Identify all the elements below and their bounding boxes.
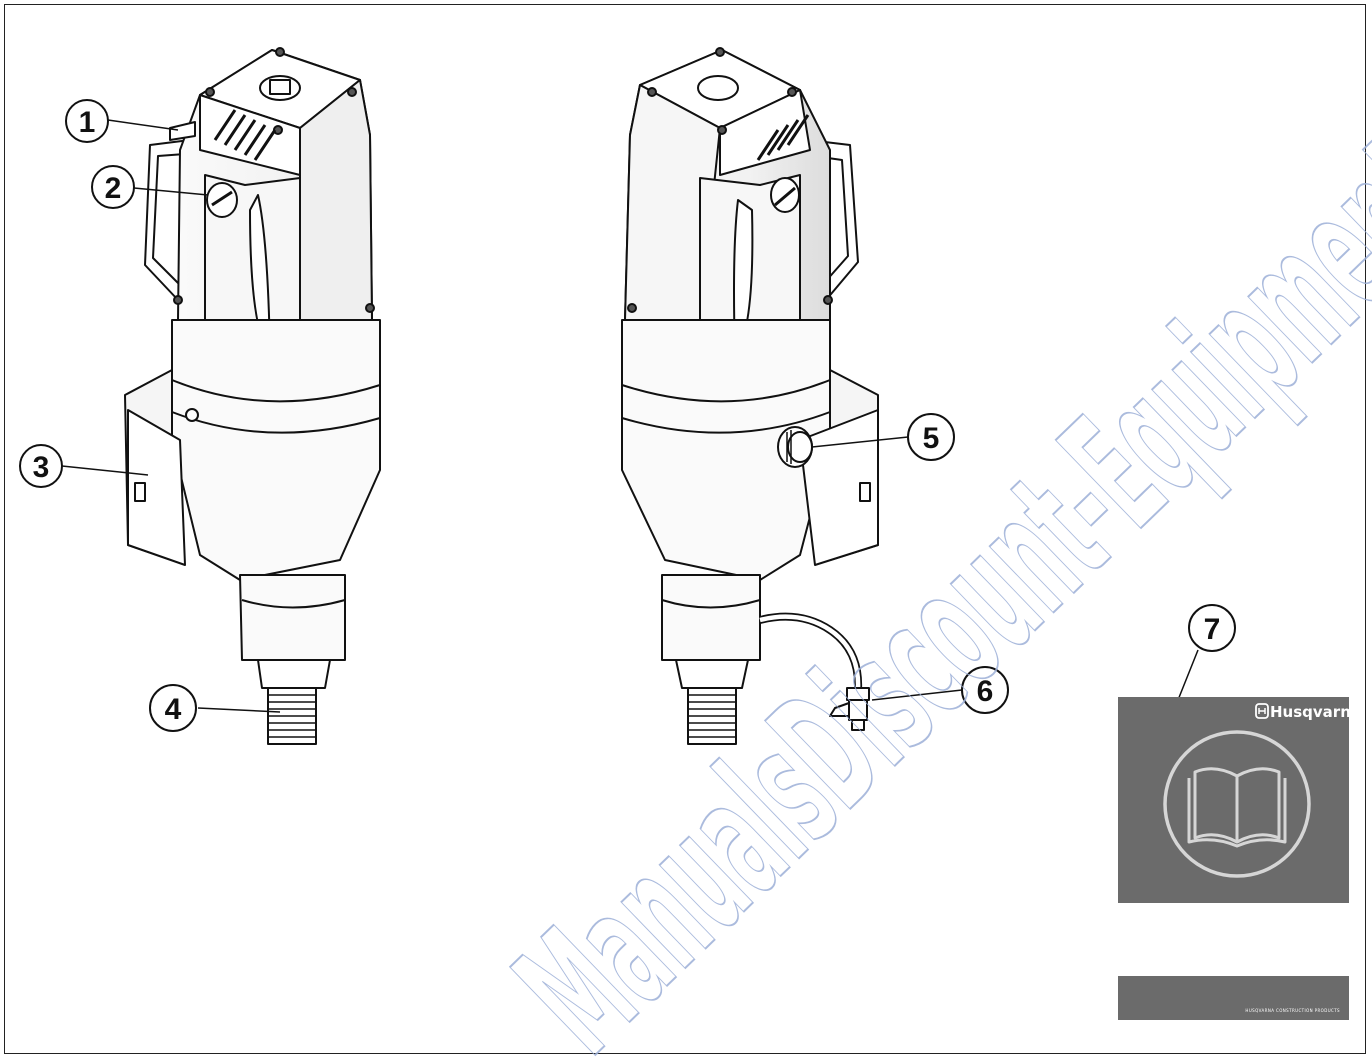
drill-motor-front-view [124, 47, 381, 745]
callout-label: 4 [165, 693, 182, 726]
open-book-icon [1187, 767, 1287, 848]
callout-label: 2 [105, 172, 122, 205]
callout-label: 7 [1204, 613, 1221, 646]
manual-cover [1118, 697, 1349, 903]
leader-lines [61, 119, 1199, 716]
manual-brand-text: Husqvarna [1270, 703, 1361, 721]
operators-manual: Husqvarna HUSQVARNA CONSTRUCTION PRODUCT… [1118, 697, 1361, 1020]
drill-motor-rear-view [621, 47, 879, 745]
callout-label: 3 [33, 451, 50, 484]
callout-label: 1 [79, 106, 96, 139]
callout-6: 6 [961, 666, 1009, 714]
callout-3: 3 [19, 444, 63, 488]
callout-4: 4 [149, 684, 197, 732]
figure-frame [4, 4, 1366, 1054]
callout-1: 1 [65, 99, 109, 143]
callout-label: 6 [977, 675, 994, 708]
husqvarna-logo-icon [1255, 703, 1269, 719]
manual-footer-text: HUSQVARNA CONSTRUCTION PRODUCTS [1245, 1008, 1340, 1013]
manual-book-ring [1163, 730, 1311, 878]
callout-2: 2 [91, 165, 135, 209]
callout-markers: 1 2 3 4 5 6 7 [19, 99, 1236, 732]
callout-7: 7 [1188, 604, 1236, 652]
callout-label: 5 [923, 422, 940, 455]
callout-5: 5 [907, 413, 955, 461]
manual-back-strip [1118, 976, 1349, 1020]
